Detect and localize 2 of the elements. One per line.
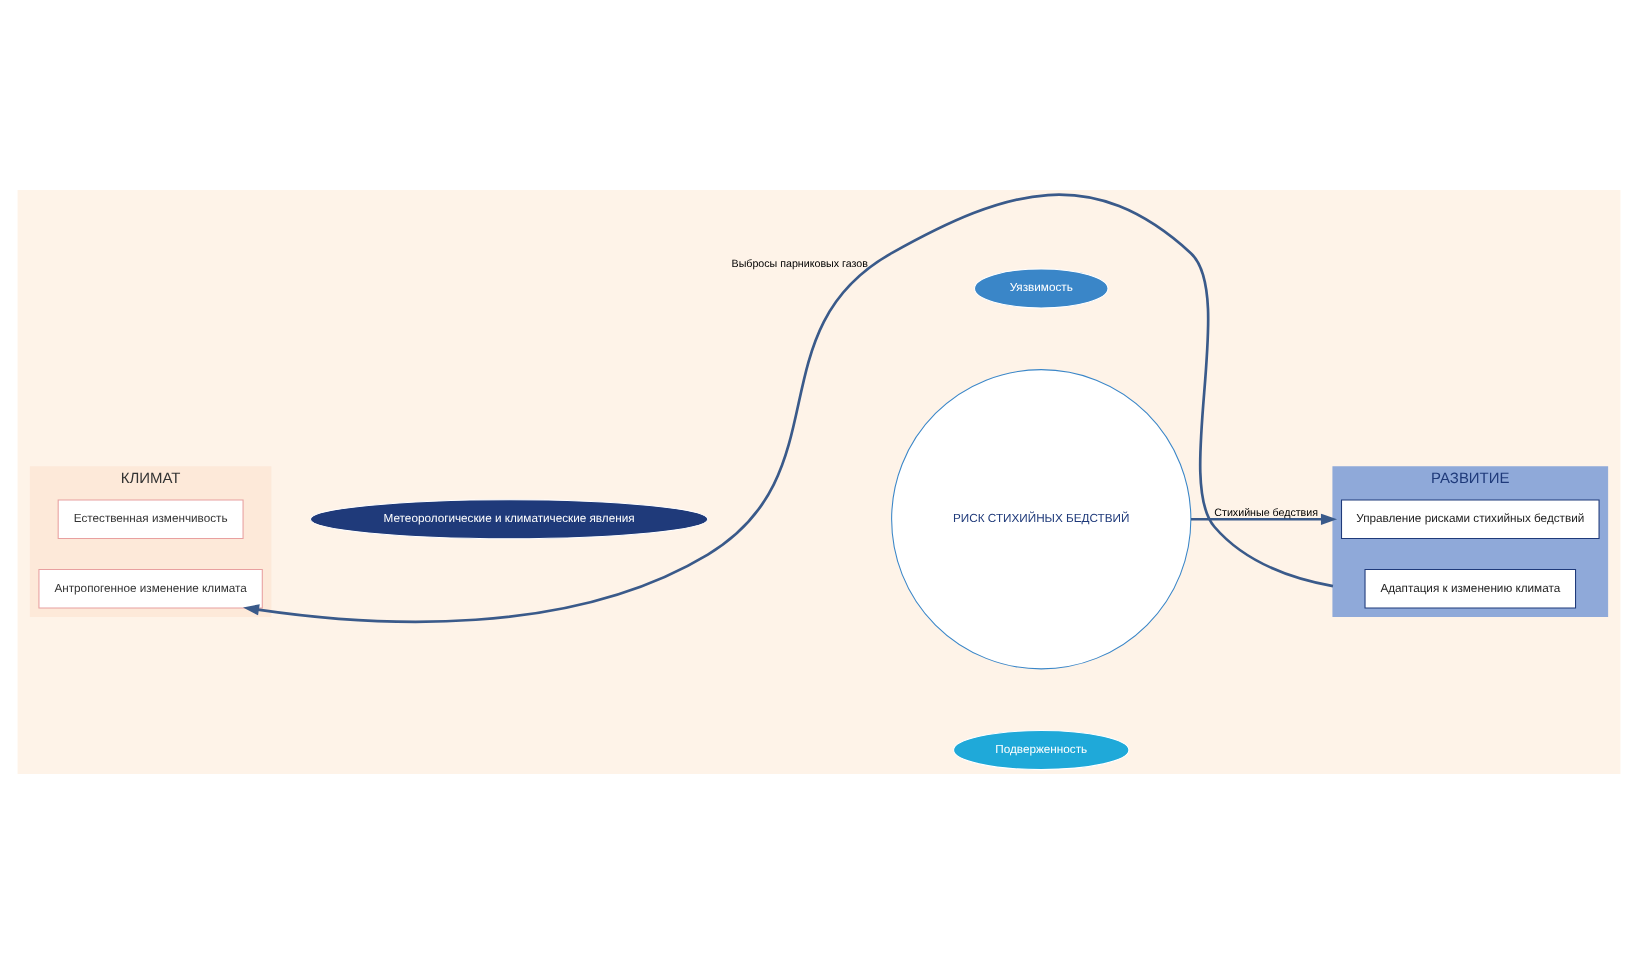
arrow <box>243 192 1334 622</box>
arrow <box>1191 512 1337 524</box>
